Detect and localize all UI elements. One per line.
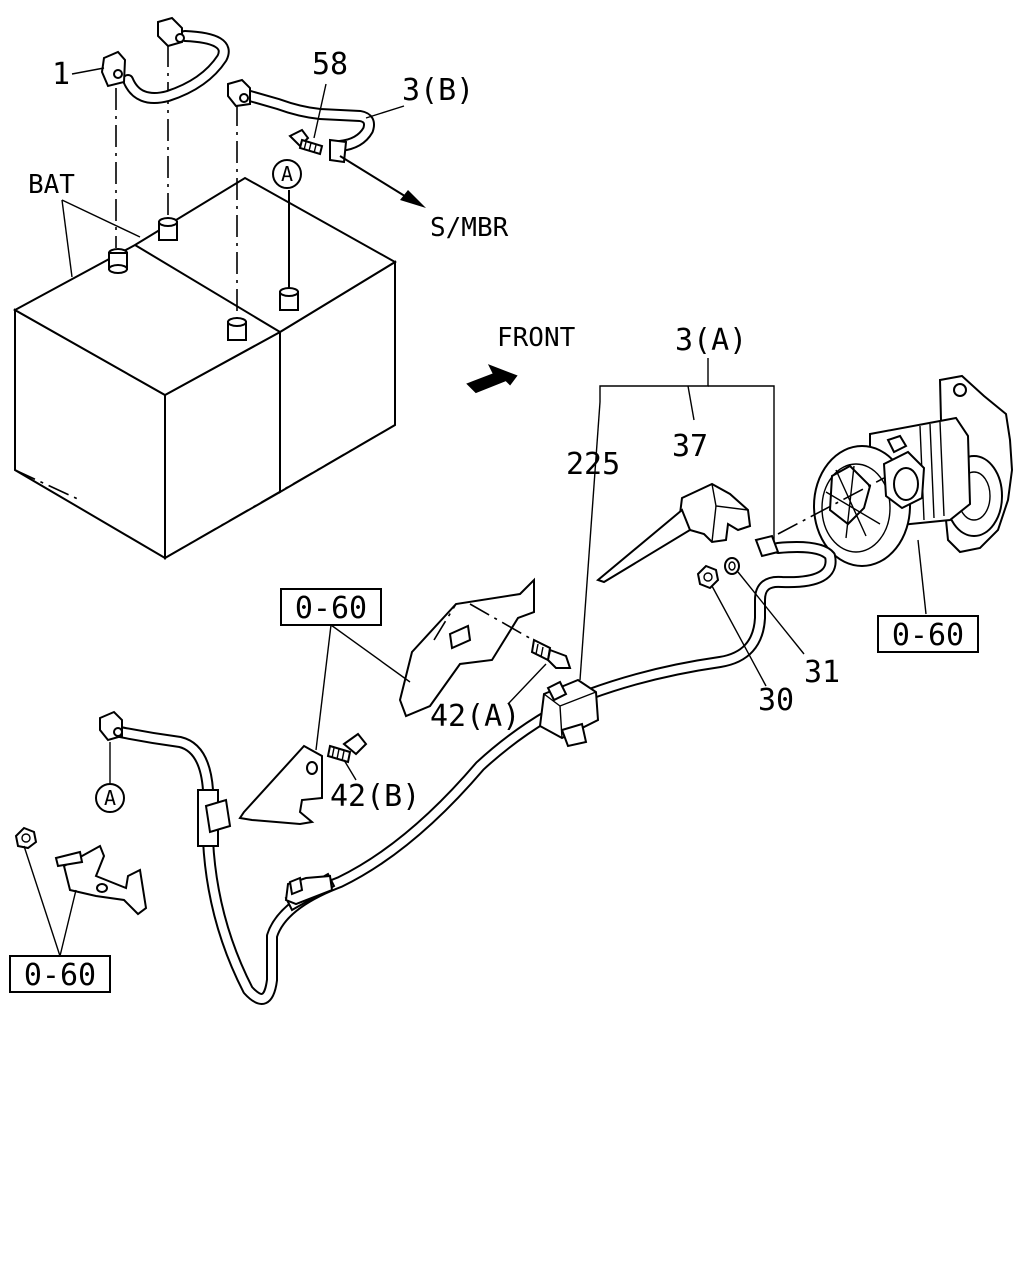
ref-box-bottom-leader xyxy=(23,845,61,957)
svg-text:0-60: 0-60 xyxy=(295,591,367,626)
callout-37: 37 xyxy=(672,429,708,464)
callout-58-leader xyxy=(313,83,327,139)
ref-box-bottom: 0-60 xyxy=(9,955,111,993)
s-mbr-arrow xyxy=(339,155,409,199)
bracket-upper xyxy=(398,577,541,718)
callout-225: 225 xyxy=(566,447,620,482)
s-mbr-label: S/MBR xyxy=(430,213,509,243)
cable-3b xyxy=(227,78,375,164)
cable-clip-lower xyxy=(284,874,334,906)
svg-text:A: A xyxy=(281,162,293,186)
svg-text:A: A xyxy=(104,786,116,810)
ref-box-bottom-leader xyxy=(59,889,77,957)
callout-37-leader xyxy=(687,385,695,421)
battery-terminal xyxy=(279,287,299,311)
washer-31 xyxy=(724,557,740,575)
callout-3a-bracket xyxy=(599,358,709,402)
ref-box-top-leader xyxy=(330,624,411,683)
bat-leader xyxy=(61,199,141,238)
battery-terminal xyxy=(158,217,178,241)
front-arrow xyxy=(466,364,518,394)
callout-42b-leader xyxy=(343,759,357,781)
nut-30 xyxy=(696,564,720,590)
svg-text:0-60: 0-60 xyxy=(24,958,96,993)
bolt-42a xyxy=(530,638,572,669)
svg-text:0-60: 0-60 xyxy=(892,618,964,653)
bolt-bottom-left xyxy=(54,850,84,868)
nut-bottom-left xyxy=(14,826,38,850)
battery-jumper-cable xyxy=(100,16,230,104)
starter-motor xyxy=(777,374,1014,615)
callout-3b-leader xyxy=(365,105,405,119)
callout-225-leader xyxy=(579,401,601,681)
cable-clip-225 xyxy=(538,678,600,748)
callout-58: 58 xyxy=(312,47,348,82)
callout-3a: 3(A) xyxy=(675,323,747,358)
bat-leader xyxy=(61,199,73,278)
callout-42b: 42(B) xyxy=(330,779,420,814)
bracket-bottom-left xyxy=(62,844,148,916)
terminal-cover-37 xyxy=(595,482,752,584)
callout-3b: 3(B) xyxy=(402,73,474,108)
callout-31: 31 xyxy=(804,655,840,690)
callout-3a-bracket-right xyxy=(708,385,775,548)
ref-box-top: 0-60 xyxy=(280,588,382,626)
battery-assembly xyxy=(12,45,397,560)
battery-terminal xyxy=(227,317,247,341)
bolt-42b xyxy=(326,732,368,764)
callout-42a: 42(A) xyxy=(430,699,520,734)
callout-1: 1 xyxy=(52,57,70,92)
callout-30: 30 xyxy=(758,683,794,718)
bolt-58 xyxy=(288,128,324,156)
s-mbr-arrowhead xyxy=(400,190,426,208)
bat-label: BAT xyxy=(28,170,75,200)
ref-circle-a-bottom: A xyxy=(95,742,125,813)
ref-circle-a-top: A xyxy=(272,159,302,189)
bracket-lower xyxy=(204,744,323,834)
ref-box-top-leader xyxy=(315,624,332,751)
front-label: FRONT xyxy=(497,323,576,353)
ref-box-right: 0-60 xyxy=(877,615,979,653)
battery-terminal xyxy=(108,248,128,274)
callout-42a-leader xyxy=(507,663,547,705)
callout-1-leader xyxy=(71,67,105,75)
callout-31-leader xyxy=(737,571,805,655)
callout-30-leader xyxy=(711,585,767,687)
